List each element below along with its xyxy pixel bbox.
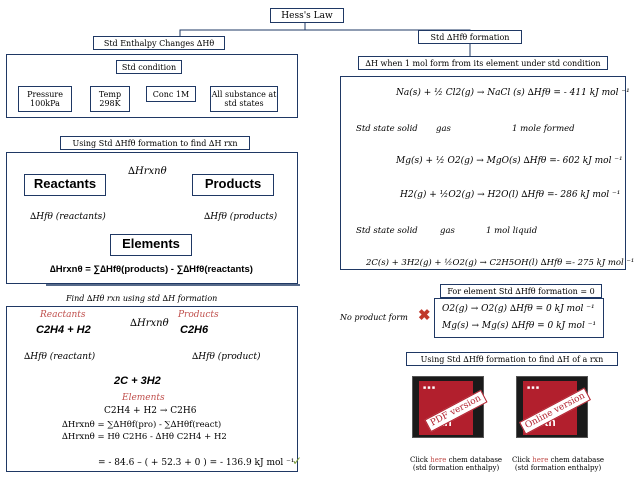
note-1-mole: 1 mole formed (512, 124, 575, 134)
caption-1-prefix: Click (410, 456, 431, 464)
note-gas-2: gas (440, 226, 455, 236)
formation-definition: ∆H when 1 mol form from its element unde… (358, 56, 608, 70)
element-rule-text: For element Std ∆Hfθ formation = 0 (447, 287, 595, 296)
ex-equation-2: ∆Hrxnθ = ∑∆Hθf(pro) - ∑∆Hθf(react) (62, 420, 222, 430)
find-dh-caption: Find ∆Hθ rxn using std ∆H formation (66, 294, 218, 303)
eq-h2o: H2(g) + ½O2(g) → H2O(l) ∆Hfθ =- 286 kJ m… (400, 190, 621, 200)
ex-dhf-product: ∆Hfθ (product) (192, 352, 261, 362)
dhf-products-label: ∆Hfθ (products) (204, 212, 278, 222)
std-formation-text: Std ∆Hfθ formation (430, 33, 510, 42)
ex-equation-4: = - 84.6 – ( + 52.3 + 0 ) = - 136.9 kJ m… (98, 458, 295, 468)
note-gas: gas (436, 124, 451, 134)
cross-icon: ✖ (418, 306, 431, 324)
ex-dh-rxn: ∆Hrxnθ (130, 318, 169, 329)
dh-rxn-label: ∆Hrxnθ (128, 166, 167, 177)
caption-1-sub: (std formation enthalpy) (412, 464, 500, 473)
ex-dhf-reactant: ∆Hfθ (reactant) (24, 352, 96, 362)
std-enthalpy-text: Std Enthalpy Changes ∆Hθ (103, 39, 215, 48)
eq-nacl: Na(s) + ½ Cl2(g) → NaCl (s) ∆Hfθ = - 411… (396, 88, 630, 98)
database-caption-2: Click here chem database (std formation … (512, 456, 604, 473)
ex-equation-1: C2H4 + H2 → C2H6 (104, 406, 197, 416)
condition-pressure: Pressure 100kPa (18, 86, 72, 112)
check-icon: ✓ (292, 454, 303, 468)
condition-temp-text: Temp 298K (98, 90, 122, 109)
element-rule-panel (434, 298, 604, 338)
std-enthalpy-label: Std Enthalpy Changes ∆Hθ (93, 36, 225, 50)
formation-rxn-caption: Using Std ∆Hfθ formation to find ∆H rxn (60, 136, 250, 150)
note-1-mol-liquid: 1 mol liquid (486, 226, 538, 236)
eq-ethanol: 2C(s) + 3H2(g) + ½O2(g) → C2H5OH(l) ∆Hfθ… (366, 258, 635, 268)
elements-box: Elements (110, 234, 192, 256)
rxn-formation-caption: Using Std ∆Hfθ formation to find ∆H of a… (406, 352, 618, 366)
formation-examples-panel (340, 76, 626, 270)
ex-reactants: C2H4 + H2 (36, 324, 91, 336)
ex-elements-label: Elements (122, 393, 165, 403)
caption-2-prefix: Click (512, 456, 533, 464)
eq-o2: O2(g) → O2(g) ∆Hfθ = 0 kJ mol ⁻¹ (442, 304, 595, 314)
caption-1-suffix: chem database (446, 456, 503, 464)
ex-equation-3: ∆Hrxnθ = Hθ C2H6 - ∆Hθ C2H4 + H2 (62, 432, 227, 442)
ex-reactants-label: Reactants (40, 310, 86, 320)
condition-conc: Conc 1M (146, 86, 196, 102)
book-title-decoration: ■ ■ ■ (423, 385, 435, 391)
products-box: Products (192, 174, 274, 196)
no-product-form-label: No product form (340, 313, 408, 322)
title-text: Hess's Law (281, 11, 333, 21)
reactants-text: Reactants (33, 176, 97, 191)
caption-2-sub: (std formation enthalpy) (514, 464, 602, 473)
hess-equation: ∆Hrxnθ = ∑∆Hfθ(products) - ∑∆Hfθ(reactan… (50, 264, 253, 275)
condition-temp: Temp 298K (90, 86, 130, 112)
hess-law-title: Hess's Law (270, 8, 344, 23)
dhf-reactants-label: ∆Hfθ (reactants) (30, 212, 106, 222)
condition-pressure-text: Pressure 100kPa (27, 90, 63, 109)
elements-text: Elements (122, 236, 180, 251)
database-caption-1: Click here chem database (std formation … (410, 456, 502, 473)
std-condition-text: Std condition (121, 63, 177, 72)
std-formation-title: Std ∆Hfθ formation (418, 30, 522, 44)
std-condition-title: Std condition (116, 60, 182, 74)
rxn-formation-caption-text: Using Std ∆Hfθ formation to find ∆H of a… (420, 355, 604, 364)
caption-2-suffix: chem database (548, 456, 605, 464)
ex-products-label: Products (178, 310, 219, 320)
formation-rxn-caption-text: Using Std ∆Hfθ formation to find ∆H rxn (72, 139, 238, 148)
eq-mgo: Mg(s) + ½ O2(g) → MgO(s) ∆Hfθ =- 602 kJ … (396, 156, 623, 166)
condition-conc-text: Conc 1M (152, 90, 190, 99)
reactants-box: Reactants (24, 174, 106, 196)
ex-products: C2H6 (180, 324, 209, 336)
note-std-solid: Std state solid (356, 124, 418, 134)
eq-mg: Mg(s) → Mg(s) ∆Hfθ = 0 kJ mol ⁻¹ (442, 321, 597, 331)
element-rule-label: For element Std ∆Hfθ formation = 0 (440, 284, 602, 298)
example-panel (6, 306, 298, 472)
chem-database-link-1[interactable]: here (430, 456, 447, 464)
condition-std-states-text: All substance at std states (211, 90, 277, 109)
condition-std-states: All substance at std states (210, 86, 278, 112)
formation-definition-text: ∆H when 1 mol form from its element unde… (365, 59, 601, 68)
products-text: Products (204, 176, 262, 191)
book-title-decoration-2: ■ ■ ■ (527, 385, 539, 391)
chem-database-link-2[interactable]: here (532, 456, 549, 464)
note-std-solid-2: Std state solid (356, 226, 418, 236)
ex-elements: 2C + 3H2 (114, 375, 161, 387)
